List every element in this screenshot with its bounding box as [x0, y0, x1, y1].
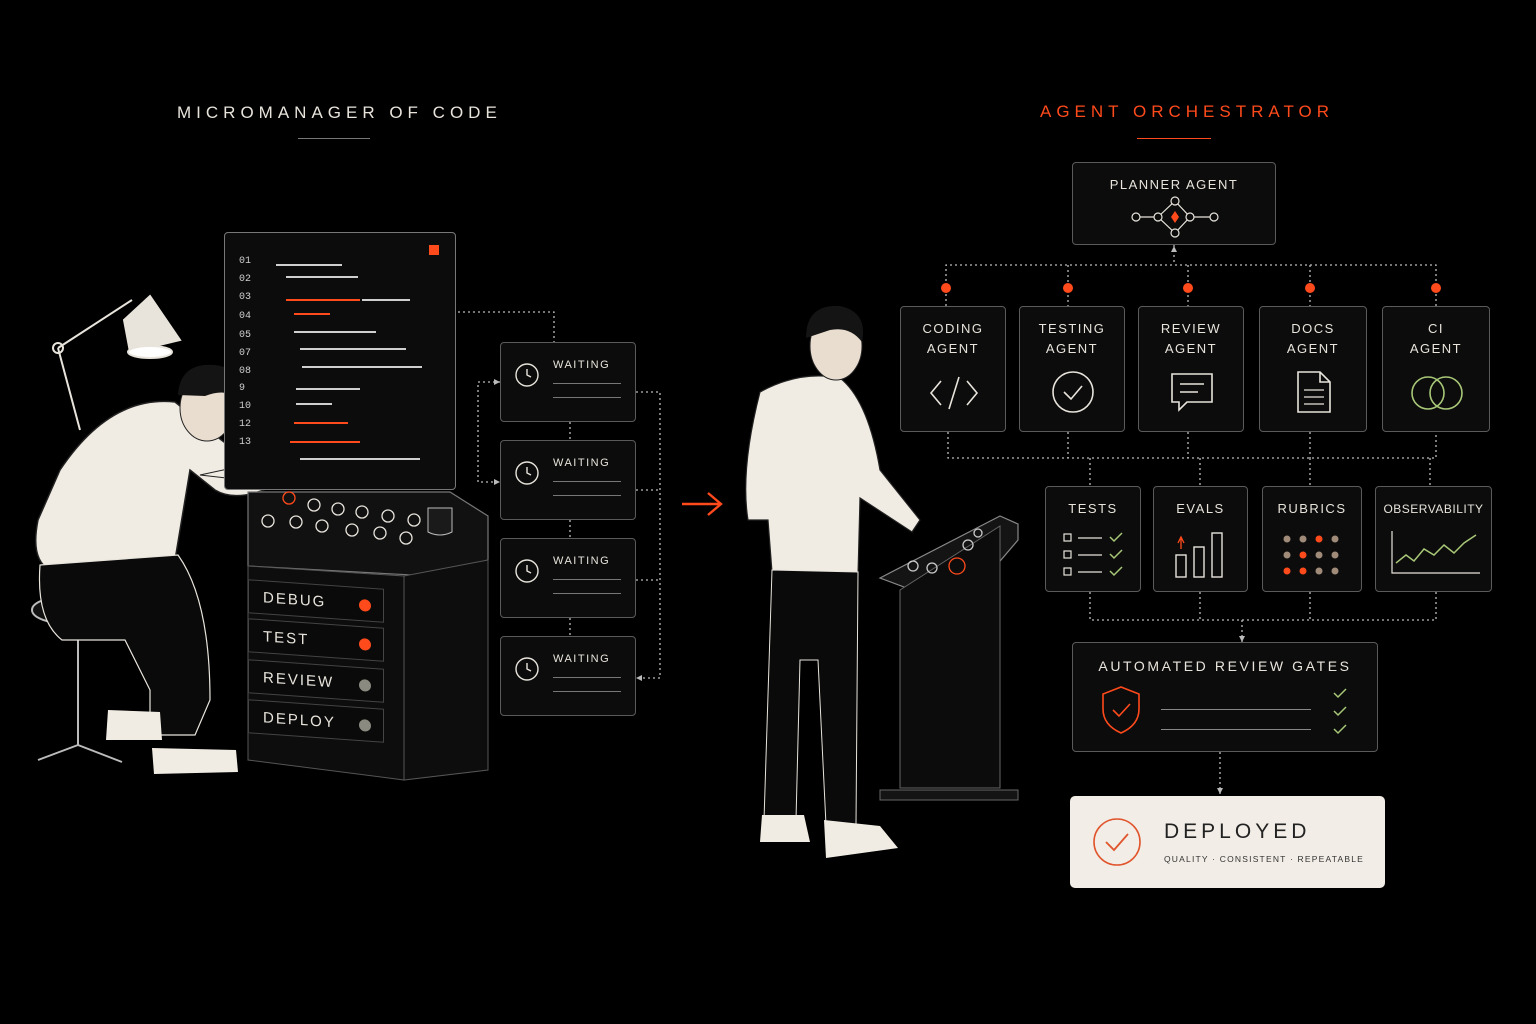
code-monitor [224, 232, 456, 490]
agent-label-line1: CODING [922, 321, 984, 336]
line-chart-icon [1391, 531, 1480, 574]
desk-lamp-icon [52, 294, 182, 431]
observability-box[interactable]: OBSERVABILITY [1375, 486, 1492, 592]
planner-label: PLANNER AGENT [1109, 177, 1239, 192]
rubrics-box[interactable]: RUBRICS [1262, 486, 1362, 592]
chat-icon [1171, 373, 1213, 412]
clock-icon [515, 657, 539, 681]
right-title: AGENT ORCHESTRATOR [1040, 102, 1335, 121]
agent-label-line2: AGENT [926, 341, 980, 356]
waiting-box: WAITING [500, 538, 636, 618]
waiting-label: WAITING [553, 653, 611, 665]
waiting-box: WAITING [500, 636, 636, 716]
gates-label: AUTOMATED REVIEW GATES [1098, 658, 1352, 674]
line-number: 05 [239, 330, 252, 341]
console-knobs [261, 491, 421, 545]
monitor-status-square [429, 245, 439, 255]
waiting-box: WAITING [500, 342, 636, 422]
agent-label-line2: AGENT [1045, 341, 1099, 356]
line-number: 12 [239, 419, 252, 430]
line-number: 02 [239, 274, 252, 285]
document-icon [1297, 371, 1331, 413]
tool-label: OBSERVABILITY [1383, 502, 1484, 516]
coding-agent-box[interactable]: CODING AGENT [900, 306, 1006, 432]
agent-label-line2: AGENT [1164, 341, 1218, 356]
tool-label: RUBRICS [1277, 501, 1347, 516]
review-agent-box[interactable]: REVIEW AGENT [1138, 306, 1244, 432]
right-title-underline [1137, 138, 1211, 139]
overlapping-circles-icon [1411, 376, 1463, 410]
agent-label-line1: TESTING [1038, 321, 1106, 336]
graph-icon [1131, 196, 1219, 238]
deployed-title: DEPLOYED [1164, 820, 1311, 843]
line-number: 07 [239, 348, 252, 359]
ci-agent-box[interactable]: CI AGENT [1382, 306, 1490, 432]
checkmarks-icon [1333, 688, 1347, 735]
dot-grid-icon [1283, 535, 1339, 575]
agent-label-line1: REVIEW [1160, 321, 1222, 336]
tool-label: TESTS [1068, 501, 1118, 516]
agent-label-line2: AGENT [1286, 341, 1340, 356]
agent-label-line1: CI [1428, 321, 1444, 336]
seated-person-legs [38, 554, 211, 736]
check-circle-icon [1093, 818, 1141, 866]
evals-box[interactable]: EVALS [1153, 486, 1248, 592]
clock-icon [515, 559, 539, 583]
testing-agent-box[interactable]: TESTING AGENT [1019, 306, 1125, 432]
line-number: 10 [239, 401, 252, 412]
line-number: 03 [239, 292, 252, 303]
tests-box[interactable]: TESTS [1045, 486, 1141, 592]
deployed-card[interactable]: DEPLOYED QUALITY · CONSISTENT · REPEATAB… [1070, 796, 1385, 888]
check-circle-icon [1052, 371, 1094, 413]
bar-chart-icon [1175, 532, 1223, 578]
checklist-icon [1063, 532, 1123, 577]
line-number: 04 [239, 311, 252, 322]
clock-icon [515, 461, 539, 485]
automated-review-gates-box[interactable]: AUTOMATED REVIEW GATES [1072, 642, 1378, 752]
line-number: 08 [239, 366, 252, 377]
line-number: 01 [239, 256, 252, 267]
clock-icon [515, 363, 539, 387]
agent-label-line1: DOCS [1291, 321, 1335, 336]
left-title-underline [298, 138, 370, 139]
planner-agent-box[interactable]: PLANNER AGENT [1072, 162, 1276, 245]
docs-agent-box[interactable]: DOCS AGENT [1259, 306, 1367, 432]
left-title: MICROMANAGER OF CODE [177, 103, 502, 122]
standing-person-torso [745, 375, 921, 576]
deployed-subtitle: QUALITY · CONSISTENT · REPEATABLE [1164, 854, 1365, 864]
line-number: 13 [239, 437, 252, 448]
waiting-label: WAITING [553, 359, 611, 371]
waiting-label: WAITING [553, 555, 611, 567]
code-icon [929, 376, 979, 410]
tool-label: EVALS [1176, 501, 1225, 516]
agent-label-line2: AGENT [1409, 341, 1463, 356]
line-number: 9 [239, 383, 246, 394]
waiting-box: WAITING [500, 440, 636, 520]
shield-check-icon [1102, 686, 1140, 734]
arrow-right-icon [682, 492, 723, 516]
waiting-label: WAITING [553, 457, 611, 469]
